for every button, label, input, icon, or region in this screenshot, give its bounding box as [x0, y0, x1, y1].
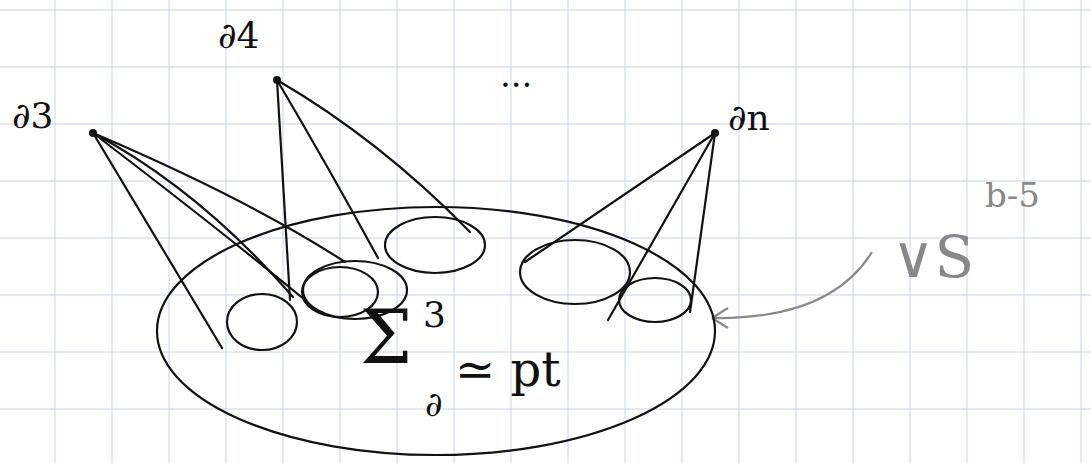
cone-points — [89, 76, 719, 137]
homotopy-equivalence: ≃ pt — [455, 345, 561, 393]
grid-line — [1081, 0, 1082, 463]
grid-line — [0, 181, 1091, 182]
grid-line — [0, 124, 1091, 125]
grid-line — [739, 0, 740, 463]
grid-line — [454, 0, 455, 463]
cone-line — [277, 80, 290, 300]
grid-line — [853, 0, 854, 463]
grid-line — [0, 295, 1091, 296]
grid-line — [0, 409, 1091, 410]
cone-point — [273, 76, 281, 84]
leader-line — [712, 252, 872, 318]
grid-line — [397, 0, 398, 463]
grid-line — [283, 0, 284, 463]
cone-line — [93, 133, 305, 300]
grid-line — [55, 0, 56, 463]
boundary-circle — [385, 217, 485, 273]
grid-line — [0, 67, 1091, 68]
boundary-circle — [619, 278, 691, 322]
cone-line — [93, 133, 293, 297]
grid-line — [796, 0, 797, 463]
sphere-dimension: b-5 — [985, 178, 1040, 212]
grid-line — [340, 0, 341, 463]
grid-line — [169, 0, 170, 463]
grid-line — [226, 0, 227, 463]
cone-line — [93, 133, 345, 262]
point-label: ∂3 — [12, 98, 54, 134]
ellipsis: ... — [500, 58, 532, 92]
point-label: ∂n — [728, 100, 770, 136]
surface-ellipse: Σ3 ∂ ≃ pt — [155, 205, 717, 457]
point-label: ∂4 — [218, 18, 260, 54]
grid-line — [112, 0, 113, 463]
cone-line — [93, 133, 222, 348]
sigma-symbol: Σ — [360, 300, 412, 374]
wedge-sphere-label: ∨S — [892, 228, 974, 286]
cone-line — [608, 133, 715, 320]
subscript: ∂ — [425, 387, 443, 421]
cone-point — [711, 129, 719, 137]
cone-point — [89, 129, 97, 137]
grid-line — [0, 10, 1091, 11]
ellipse-outline — [157, 207, 715, 455]
boundary-circle — [227, 294, 297, 350]
grid-line — [625, 0, 626, 463]
grid-line — [1024, 0, 1025, 463]
boundary-circle — [520, 240, 630, 304]
superscript: 3 — [423, 297, 446, 333]
grid-line — [682, 0, 683, 463]
cone-line — [277, 80, 378, 258]
